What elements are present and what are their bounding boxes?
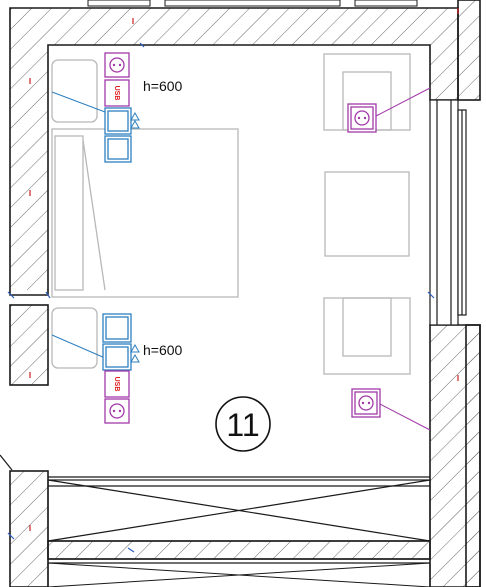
nightstand-top <box>51 59 98 123</box>
red-markers <box>29 8 459 531</box>
bottom-left-wall <box>9 470 49 587</box>
room-number: 11 <box>226 407 259 443</box>
bed <box>51 128 239 298</box>
bed-pillow <box>54 135 84 291</box>
coffee-table <box>324 171 410 257</box>
power-socket-icon <box>347 103 377 133</box>
socket-leader-lines <box>375 87 431 431</box>
usb-label: USB <box>113 86 120 101</box>
usb-socket-icon: USB <box>104 79 130 107</box>
bottom-wall-band <box>47 540 431 560</box>
room-number-tag: 11 <box>215 396 271 452</box>
door-swing-line <box>0 454 13 471</box>
light-switch-icon <box>104 107 132 163</box>
power-socket-icon <box>351 388 381 418</box>
power-socket-icon <box>104 398 130 424</box>
left-wall-lower <box>9 304 49 386</box>
window <box>429 99 467 326</box>
power-socket-icon <box>104 52 130 78</box>
height-annotation-top: h=600 <box>143 78 183 94</box>
height-marker-triangle-icon <box>130 111 140 129</box>
right-wall-upper <box>457 0 481 101</box>
furniture <box>51 53 411 375</box>
top-wall <box>10 8 458 290</box>
leader-lines <box>51 91 106 359</box>
blue-ticks <box>7 42 435 553</box>
usb-label: USB <box>113 377 120 392</box>
armchair-bottom <box>323 297 411 375</box>
height-annotation-bottom: h=600 <box>143 342 183 358</box>
wardrobe <box>47 476 431 587</box>
light-switch-icon <box>102 313 132 371</box>
walls <box>9 0 481 587</box>
height-marker-triangle-icon <box>130 343 140 363</box>
left-wall-upper <box>9 7 459 296</box>
nightstand-bottom <box>51 307 98 369</box>
usb-socket-icon: USB <box>104 370 130 398</box>
